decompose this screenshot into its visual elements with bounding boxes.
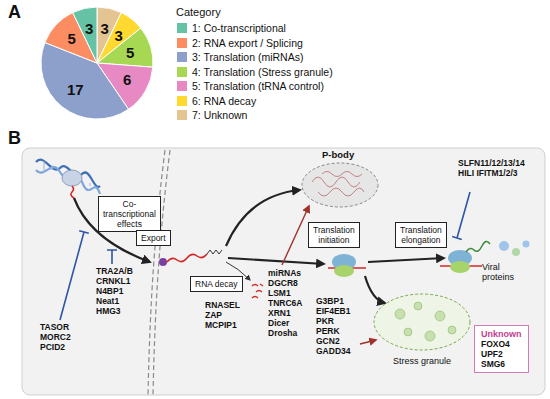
process-arrow bbox=[368, 258, 444, 262]
gene-list: TRA2A/B CRNKL1 N4BP1 Neat1 HMG3 bbox=[96, 266, 133, 316]
legend-row: 5: Translation (tRNA control) bbox=[177, 80, 324, 92]
legend-swatch bbox=[177, 23, 187, 33]
legend-row: 2: RNA export / Splicing bbox=[177, 37, 303, 49]
process-arrow bbox=[226, 190, 300, 246]
mrna-cap bbox=[159, 258, 167, 266]
dna-strand bbox=[36, 167, 100, 194]
legend-swatch bbox=[177, 67, 187, 77]
granule-content bbox=[395, 302, 456, 341]
p-body-rna bbox=[312, 172, 364, 197]
polya-tail bbox=[207, 250, 222, 254]
process-label-box: Translation elongation bbox=[395, 222, 447, 248]
mrna bbox=[167, 254, 207, 262]
inhibition-line bbox=[60, 231, 89, 320]
nuclear-membrane bbox=[148, 150, 165, 395]
inhibition-line bbox=[107, 250, 117, 264]
legend-swatch bbox=[177, 110, 187, 120]
legend-text: 5: Translation (tRNA control) bbox=[192, 80, 324, 92]
panel-background bbox=[22, 148, 545, 395]
viral-protein bbox=[523, 241, 530, 248]
gene-list: miRNAs DGCR8 LSM1 TNRC6A XRN1 Dicer Dros… bbox=[268, 268, 302, 338]
p-body bbox=[302, 163, 378, 207]
legend-row: 1: Co-transcriptional bbox=[177, 22, 286, 34]
process-label-box: RNA decay bbox=[190, 276, 243, 292]
legend-row: 6: RNA decay bbox=[177, 95, 256, 107]
legend-text: 4: Translation (Stress granule) bbox=[192, 66, 333, 78]
slice-count: 17 bbox=[67, 82, 84, 98]
stress-granule bbox=[374, 294, 470, 350]
legend-row: 4: Translation (Stress granule) bbox=[177, 66, 333, 78]
process-label-box: Co-transcriptional effects bbox=[98, 196, 161, 232]
viral-protein bbox=[499, 241, 509, 251]
ribosome bbox=[450, 261, 470, 273]
structure-label: P-body bbox=[322, 149, 354, 160]
process-arrow bbox=[365, 276, 385, 303]
panel-letter: B bbox=[8, 128, 21, 148]
gene-list: G3BP1 EIF4EB1 PKR PERK GCN2 GADD34 bbox=[316, 296, 350, 356]
slice-count: 5 bbox=[67, 31, 75, 47]
inhibition-line bbox=[452, 192, 470, 239]
box-text: Unknown bbox=[481, 329, 522, 339]
structure-label: Stress granule bbox=[393, 356, 451, 366]
gene-list: RNASEL ZAP MCPIP1 bbox=[205, 300, 240, 330]
gene-list: TASOR MORC2 PCID2 bbox=[40, 322, 71, 352]
box-text: Translation initiation bbox=[313, 225, 355, 245]
legend-swatch bbox=[177, 38, 187, 48]
dna-rungs bbox=[44, 161, 90, 186]
legend-text: 1: Co-transcriptional bbox=[192, 22, 286, 34]
viral-protein bbox=[512, 248, 520, 256]
process-label-box: Translation initiation bbox=[308, 222, 360, 248]
slice-count: 3 bbox=[114, 28, 122, 44]
legend-row: 3: Translation (miRNAs) bbox=[177, 51, 303, 63]
promotion-arrow bbox=[282, 206, 309, 265]
process-label-box: Export bbox=[136, 230, 171, 246]
slice-count: 3 bbox=[85, 21, 93, 37]
legend-text: 7: Unknown bbox=[192, 109, 247, 121]
nascent-rna bbox=[71, 186, 74, 198]
pie-chart bbox=[41, 7, 153, 119]
ribosome bbox=[334, 265, 354, 277]
legend-title: Category bbox=[176, 6, 221, 19]
legend-text: 3: Translation (miRNAs) bbox=[192, 51, 303, 63]
box-text: Export bbox=[141, 233, 166, 243]
slice-count: 6 bbox=[123, 72, 131, 88]
pie-slice bbox=[73, 7, 97, 63]
box-text: RNA decay bbox=[195, 279, 238, 289]
slice-count: 5 bbox=[126, 45, 134, 61]
legend-swatch bbox=[177, 96, 187, 106]
legend-row: 7: Unknown bbox=[177, 109, 247, 121]
legend-text: 2: RNA export / Splicing bbox=[192, 37, 303, 49]
slice-count: 3 bbox=[101, 21, 109, 37]
panel-letter: A bbox=[8, 2, 21, 22]
promotion-arrow bbox=[360, 340, 376, 344]
legend-swatch bbox=[177, 52, 187, 62]
unknown-box: UnknownFOXO4 UPF2 SMG6 bbox=[474, 325, 529, 373]
rna-fragments bbox=[252, 284, 263, 298]
legend-text: 6: RNA decay bbox=[192, 95, 256, 107]
polymerase bbox=[62, 170, 82, 186]
dna-strand bbox=[36, 160, 100, 187]
legend-swatch bbox=[177, 81, 187, 91]
box-body: FOXO4 UPF2 SMG6 bbox=[481, 339, 510, 369]
box-text: Translation elongation bbox=[400, 225, 442, 245]
gene-list: SLFN11/12/13/14 HILI IFITM1/2/3 bbox=[458, 158, 525, 178]
nascent-protein bbox=[466, 241, 490, 252]
process-arrow bbox=[228, 258, 324, 264]
structure-label: Viral proteins bbox=[482, 262, 514, 282]
nuclear-membrane bbox=[153, 150, 170, 395]
box-text: Co-transcriptional effects bbox=[103, 199, 156, 229]
